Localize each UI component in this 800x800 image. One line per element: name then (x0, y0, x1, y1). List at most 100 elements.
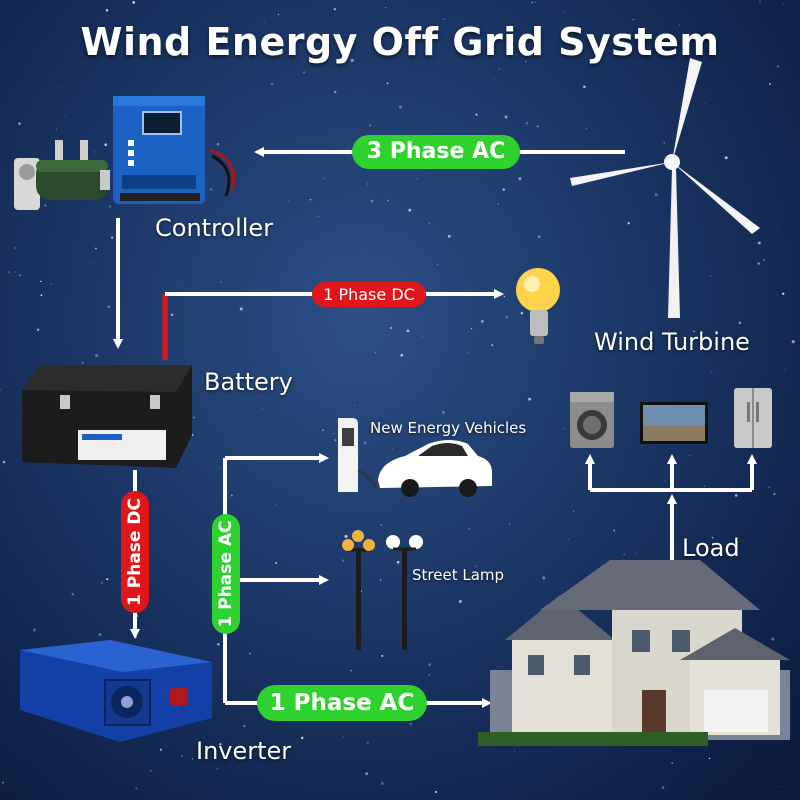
star (18, 274, 21, 277)
star (381, 654, 384, 657)
star (773, 493, 776, 496)
diagram-title: Wind Energy Off Grid System (80, 20, 720, 64)
pill-turbine-to-controller: 3 Phase AC (352, 135, 520, 169)
star (350, 669, 352, 672)
star (759, 0, 761, 3)
star (710, 371, 713, 373)
star (771, 637, 775, 641)
label-street-lamp: Street Lamp (412, 566, 505, 584)
star (235, 798, 236, 800)
star (520, 311, 524, 315)
star (693, 330, 695, 333)
star (60, 87, 62, 89)
label-load: Load (682, 534, 740, 562)
star (374, 351, 377, 354)
star (724, 156, 728, 160)
star (542, 576, 546, 580)
star (32, 628, 37, 632)
star (514, 750, 516, 752)
star (636, 553, 638, 555)
star (631, 108, 633, 110)
star (579, 255, 581, 257)
star (734, 494, 738, 497)
star (8, 270, 11, 274)
star (363, 441, 367, 445)
star (236, 164, 237, 165)
star (382, 331, 383, 333)
star (779, 141, 781, 143)
star (281, 279, 282, 281)
star (170, 313, 174, 316)
star (50, 283, 52, 286)
star (536, 125, 539, 128)
star (380, 782, 384, 785)
star (531, 1, 534, 4)
star (106, 578, 109, 581)
star (709, 274, 712, 277)
star (354, 404, 355, 406)
star (343, 53, 345, 55)
star (641, 329, 643, 331)
star (139, 38, 143, 42)
star (220, 467, 222, 469)
label-battery: Battery (204, 368, 293, 396)
pill-inverter-to-loads: 1 Phase AC (212, 514, 240, 634)
star (707, 36, 711, 39)
star (437, 263, 439, 265)
star (370, 199, 374, 203)
star (287, 199, 289, 202)
star (233, 98, 235, 100)
star (671, 762, 674, 764)
star (309, 198, 312, 201)
star (217, 642, 220, 646)
star (98, 633, 102, 637)
washing-machine-icon (570, 392, 614, 448)
star (111, 236, 114, 239)
star (380, 523, 383, 526)
star (239, 307, 243, 311)
star (213, 764, 214, 766)
star (277, 13, 280, 16)
star (191, 758, 194, 760)
star (400, 353, 404, 357)
star (334, 439, 337, 442)
star (679, 24, 681, 26)
star (344, 534, 348, 538)
star (782, 3, 784, 5)
star (334, 90, 337, 94)
star (757, 262, 760, 265)
star (105, 8, 109, 12)
star (475, 565, 478, 568)
star (763, 259, 765, 261)
star (18, 122, 21, 125)
star (202, 378, 204, 380)
star (568, 538, 569, 540)
star (422, 754, 423, 755)
light-bulb-icon (516, 268, 560, 344)
star (491, 344, 494, 347)
star (55, 128, 57, 130)
star (375, 427, 379, 430)
star (385, 6, 387, 9)
star (216, 767, 219, 770)
star (219, 743, 222, 746)
tv-icon (640, 402, 708, 444)
star (416, 178, 418, 180)
label-wind-turbine: Wind Turbine (594, 328, 750, 356)
star (0, 388, 1, 391)
star (497, 202, 499, 205)
star (40, 280, 42, 283)
star (15, 271, 17, 273)
star (275, 561, 278, 565)
star (627, 222, 630, 225)
star (1, 781, 5, 784)
star (447, 234, 451, 238)
star (220, 281, 222, 283)
star (784, 369, 786, 370)
star (209, 188, 213, 191)
star (386, 199, 389, 202)
label-new-energy-vehicles: New Energy Vehicles (370, 419, 527, 437)
star (509, 523, 511, 525)
star (322, 429, 324, 432)
